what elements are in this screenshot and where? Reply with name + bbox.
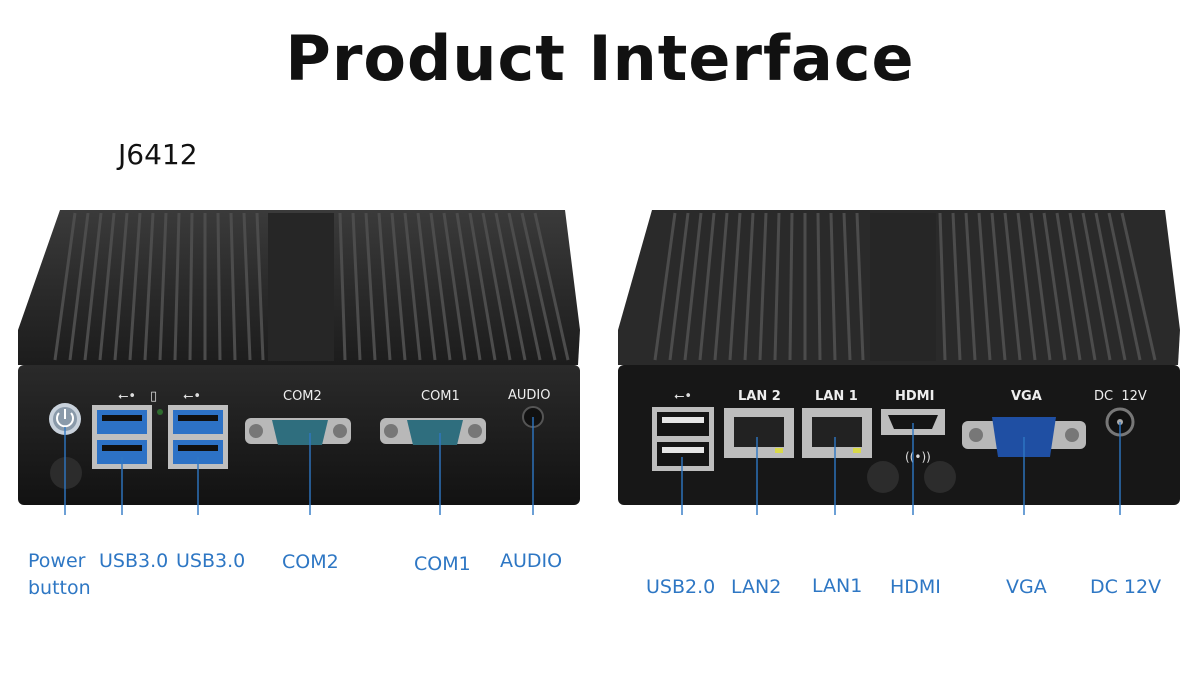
callout-power-button: Power button	[28, 550, 91, 599]
callout-com1: COM1	[414, 553, 471, 575]
lan2-port	[724, 408, 794, 458]
page-title: Product Interface	[285, 22, 915, 95]
callout-vga: VGA	[1006, 576, 1047, 598]
wifi-icon: ((•))	[905, 450, 931, 464]
svg-text:▯: ▯	[150, 389, 157, 404]
callout-dc-12v: DC 12V	[1090, 576, 1162, 598]
usb2-port-pair	[652, 407, 714, 471]
rear-label-dc: DC 12V	[1094, 389, 1147, 404]
callout-com2: COM2	[282, 551, 339, 573]
usb-icon: ⭠•	[674, 389, 692, 404]
usb-icon: ⭠•	[118, 389, 136, 404]
front-callout-lines	[64, 417, 534, 515]
front-label-com2: COM2	[283, 389, 322, 404]
rear-label-lan2: LAN 2	[738, 389, 781, 404]
callout-lan2: LAN2	[731, 576, 782, 598]
rear-device-image: ⭠• ((•)) LAN 2 LAN 1 HDMI VGA DC 12V	[618, 210, 1180, 515]
model-label: J6412	[118, 138, 198, 171]
heat-sink-fins	[653, 212, 1157, 361]
front-label-audio: AUDIO	[508, 388, 551, 403]
rear-label-hdmi: HDMI	[895, 389, 934, 404]
front-label-com1: COM1	[421, 389, 460, 404]
callout-usb3-b: USB3.0	[176, 550, 246, 572]
usb-icon: ⭠•	[183, 389, 201, 404]
callout-audio: AUDIO	[500, 550, 563, 572]
heat-sink-fins	[53, 212, 570, 361]
usb3-port-pair-b	[168, 405, 228, 469]
front-device-image: ⭠• ▯ ⭠• COM2 COM1 AUDIO	[18, 210, 580, 515]
callout-usb2: USB2.0	[646, 576, 716, 598]
callout-usb3-a: USB3.0	[99, 550, 169, 572]
com1-port	[380, 418, 486, 445]
rear-label-lan1: LAN 1	[815, 389, 858, 404]
callout-lan1: LAN1	[812, 575, 863, 597]
rear-label-vga: VGA	[1011, 389, 1042, 404]
callout-hdmi: HDMI	[890, 576, 941, 598]
lan1-port	[802, 408, 872, 458]
com2-port	[245, 418, 351, 445]
rear-callout-lines	[681, 422, 1121, 515]
